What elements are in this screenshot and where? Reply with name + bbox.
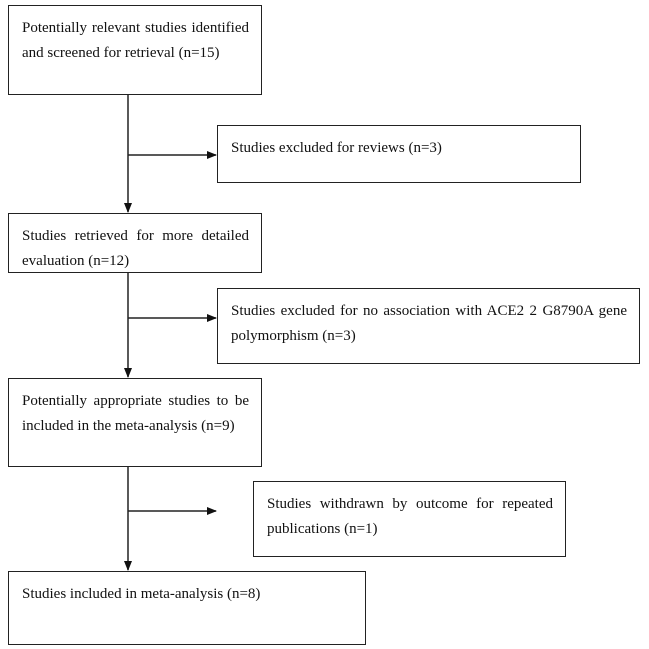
step-box-included: Studies included in meta-analysis (n=8) — [8, 571, 366, 645]
exclusion-box-reviews: Studies excluded for reviews (n=3) — [217, 125, 581, 183]
exclusion-box-no-association: Studies excluded for no association with… — [217, 288, 640, 364]
exclusion-box-withdrawn: Studies withdrawn by outcome for repeate… — [253, 481, 566, 557]
step-box-retrieved: Studies retrieved for more detailed eval… — [8, 213, 262, 273]
step-box-identified: Potentially relevant studies identified … — [8, 5, 262, 95]
step-box-appropriate: Potentially appropriate studies to be in… — [8, 378, 262, 467]
